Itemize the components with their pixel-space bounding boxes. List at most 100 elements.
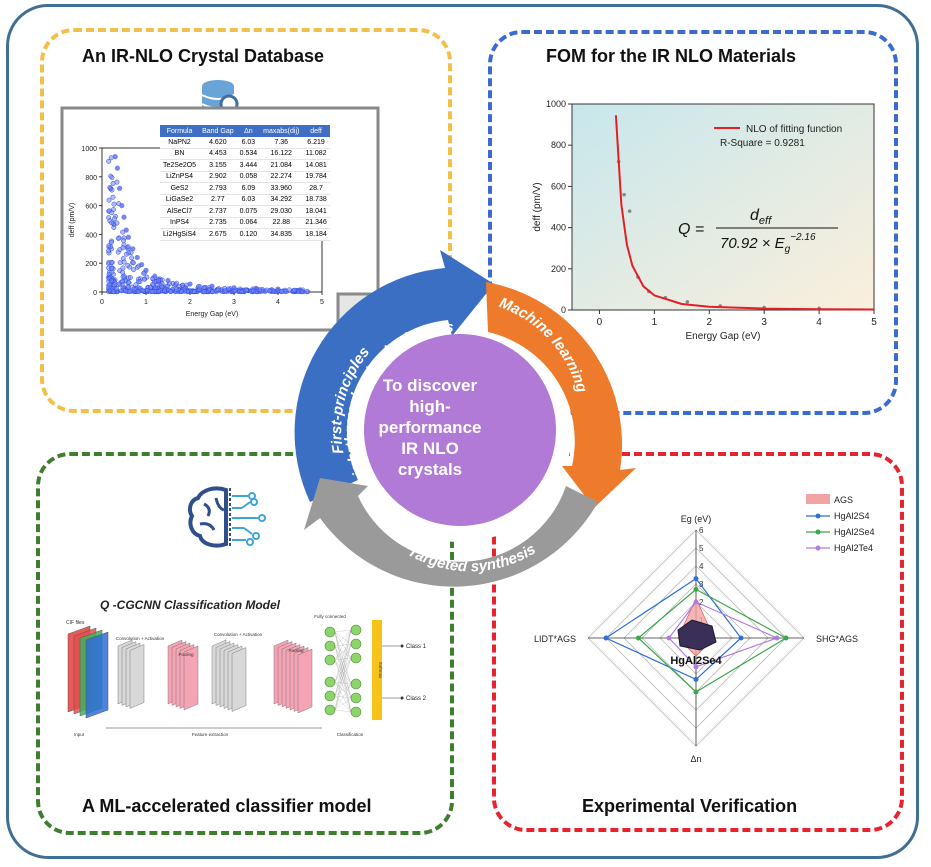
- db-point: [120, 274, 126, 280]
- table-cell: 7.36: [260, 137, 303, 149]
- feature-map: [129, 644, 145, 709]
- db-point: [137, 279, 143, 284]
- table-cell: 0.064: [236, 217, 261, 229]
- db-point: [120, 278, 125, 284]
- db-point: [108, 265, 114, 271]
- fom-fit-line: [614, 115, 875, 311]
- db-point: [165, 277, 171, 284]
- db-x-tick: 4: [276, 299, 280, 306]
- db-point: [187, 281, 193, 287]
- db-point: [108, 260, 114, 266]
- radar-tick: 2: [699, 598, 704, 607]
- fom-y-label: deff (pm/V): [532, 182, 543, 231]
- class-label: Class 1: [406, 644, 427, 650]
- table-cell: 3.444: [236, 159, 261, 172]
- stage-label: Fully connected: [314, 614, 346, 619]
- table-cell: 2.902: [199, 171, 237, 183]
- db-point: [173, 287, 179, 293]
- fom-point: [627, 209, 632, 213]
- db-point: [152, 273, 158, 279]
- table-cell: Te2Se2O5: [160, 159, 200, 172]
- db-point: [106, 243, 112, 249]
- section-label: Input: [74, 732, 85, 737]
- db-point: [130, 260, 136, 266]
- db-point: [243, 287, 249, 293]
- db-point: [222, 288, 228, 294]
- stage-label: Convolution + Activation: [214, 632, 263, 637]
- db-point: [278, 289, 284, 294]
- fc-node: [324, 654, 336, 666]
- table-cell: 4.453: [199, 148, 237, 160]
- db-point: [275, 286, 281, 292]
- fc-node: [324, 640, 336, 652]
- table-cell: 2.793: [199, 182, 237, 195]
- db-y-label: deff (pm/V): [69, 203, 76, 238]
- table-cell: 18.041: [302, 205, 330, 218]
- db-point: [106, 284, 112, 290]
- db-x-tick: 5: [320, 299, 324, 306]
- table-cell: 21.346: [302, 217, 330, 229]
- table-cell: 34.292: [260, 194, 303, 206]
- db-point: [115, 235, 121, 241]
- table-cell: 2.735: [199, 217, 237, 229]
- radar-tick: 4: [699, 562, 704, 571]
- table-cell: 16.122: [260, 148, 303, 160]
- db-point: [111, 282, 117, 288]
- center-line-3: performance: [378, 418, 482, 437]
- center-line-5: crystals: [397, 460, 463, 479]
- db-point: [129, 255, 135, 261]
- table-cell: 2.737: [199, 205, 237, 218]
- db-point: [122, 288, 128, 294]
- verification-panel: [492, 452, 904, 832]
- database-panel-title: An IR-NLO Crystal Database: [82, 46, 325, 66]
- softmax-bar: [372, 620, 382, 720]
- db-point: [120, 265, 126, 271]
- table-cell: AlSeCl7: [160, 205, 200, 218]
- db-point: [136, 289, 142, 295]
- db-point: [117, 185, 123, 191]
- center-circle: [364, 334, 556, 526]
- table-cell: 2.77: [199, 194, 237, 206]
- radar-point: [693, 664, 699, 670]
- db-point: [156, 277, 162, 283]
- fc-node: [350, 624, 362, 636]
- fc-node: [350, 652, 362, 664]
- db-point: [114, 165, 120, 171]
- db-point: [292, 287, 298, 293]
- table-cell: 6.03: [236, 137, 261, 149]
- db-point: [106, 248, 112, 254]
- fc-node: [350, 692, 362, 704]
- formula-lhs: Q =: [678, 221, 704, 238]
- table-cell: 11.082: [302, 148, 330, 160]
- fom-panel: [488, 30, 898, 415]
- section-label: Classification: [337, 732, 364, 737]
- table-header-0: Formula: [160, 125, 200, 137]
- fom-x-tick: 2: [706, 317, 712, 328]
- db-y-tick: 1000: [81, 146, 97, 153]
- table-cell: BN: [160, 148, 200, 160]
- table-cell: 0.058: [236, 171, 261, 183]
- fc-node: [350, 678, 362, 690]
- db-x-tick: 0: [100, 299, 104, 306]
- radar-chart: 123456Eg (eV)SHG*AGSΔnLIDT*AGSHgAl2Se4AG…: [534, 494, 875, 764]
- db-point: [231, 285, 237, 291]
- fc-node: [324, 626, 336, 638]
- radar-point: [693, 689, 699, 695]
- db-point: [117, 260, 123, 266]
- table-cell: Li2HgSiS4: [160, 228, 200, 241]
- softmax-label: Softmax: [378, 662, 383, 679]
- db-point: [134, 254, 140, 261]
- center-text: To discover high- performance IR NLO cry…: [376, 375, 484, 480]
- table-cell: 0.534: [236, 148, 261, 160]
- center-line-1: To discover: [382, 376, 478, 395]
- db-y-tick: 200: [85, 261, 97, 268]
- fc-node: [324, 690, 336, 702]
